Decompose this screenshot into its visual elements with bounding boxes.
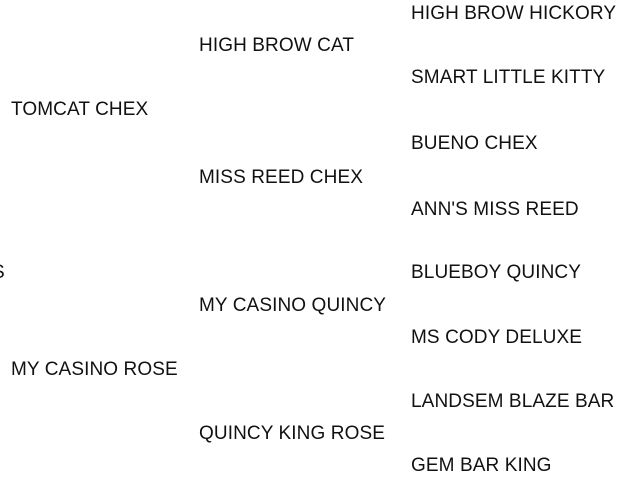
dam-sire-dam-name: MS CODY DELUXE (411, 327, 583, 348)
sire-sire-sire-name: HIGH BROW HICKORY (411, 3, 617, 24)
sire-dam-name: MISS REED CHEX (199, 167, 363, 188)
dam-dam-sire-name: LANDSEM BLAZE BAR (411, 391, 615, 412)
subject-name: S (0, 262, 5, 284)
dam-dam-dam-name: GEM BAR KING (411, 455, 552, 476)
sire-name: TOMCAT CHEX (11, 99, 149, 120)
sire-sire-name: HIGH BROW CAT (199, 35, 355, 56)
dam-sire-name: MY CASINO QUINCY (199, 295, 387, 316)
dam-dam-name: QUINCY KING ROSE (199, 423, 386, 444)
dam-name: MY CASINO ROSE (11, 359, 178, 380)
sire-dam-dam-name: ANN'S MISS REED (411, 199, 579, 220)
dam-sire-sire-name: BLUEBOY QUINCY (411, 262, 581, 283)
sire-dam-sire-name: BUENO CHEX (411, 133, 538, 154)
sire-sire-dam-name: SMART LITTLE KITTY (411, 67, 606, 88)
